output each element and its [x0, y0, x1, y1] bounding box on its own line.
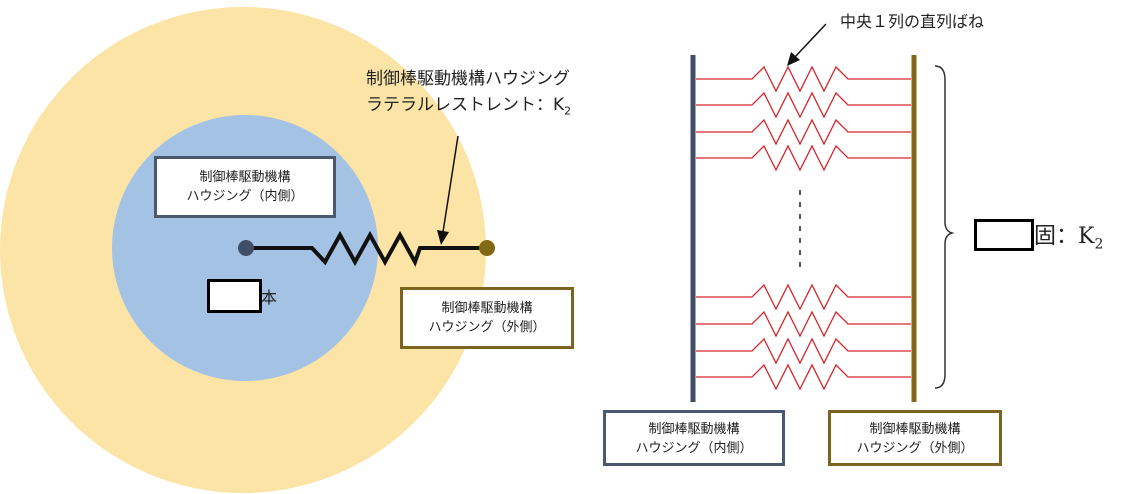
left-inner-label-line1: 制御棒駆動機構: [199, 170, 291, 185]
spring-group-top: [696, 65, 911, 172]
restraint-pointer-arrowhead: [437, 230, 449, 245]
spring-group-bottom: [696, 283, 911, 391]
spring-row: [696, 91, 911, 119]
restraint-title: 制御棒駆動機構ハウジング ラテラルレストレント：K2: [366, 66, 571, 124]
right-outer-housing-label: 制御棒駆動機構 ハウジング（外側）: [828, 410, 1002, 466]
restraint-title-subscript: 2: [564, 104, 572, 118]
redacted-count-box-right: [974, 219, 1034, 251]
spring-row: [696, 65, 911, 93]
lateral-restraint-spring: [246, 230, 486, 267]
restraint-title-line2: ラテラルレストレント：K2: [366, 92, 571, 124]
spring-row: [696, 283, 911, 311]
brace-label-text: 固：K: [1034, 224, 1095, 249]
count-suffix: 本: [261, 288, 278, 307]
restraint-title-line1: 制御棒駆動機構ハウジング: [366, 69, 570, 89]
inner-housing-node: [238, 240, 254, 256]
spring-row: [696, 363, 911, 391]
restraint-pointer-arrow: [442, 135, 459, 233]
curly-brace: [934, 65, 955, 389]
right-inner-housing-label: 制御棒駆動機構 ハウジング（内側）: [603, 410, 785, 466]
redacted-count-box: [207, 279, 262, 313]
right-outer-label-line2: ハウジング（外側）: [856, 441, 974, 456]
spring-row: [696, 118, 911, 146]
spring-row: [696, 337, 911, 365]
outer-housing-node: [479, 240, 495, 256]
right-inner-label-line2: ハウジング（内側）: [635, 441, 753, 456]
left-outer-housing-label: 制御棒駆動機構 ハウジング（外側）: [400, 287, 574, 349]
brace-label-subscript: 2: [1094, 236, 1104, 253]
right-inner-label-line1: 制御棒駆動機構: [648, 422, 740, 437]
left-outer-label-line2: ハウジング（外側）: [428, 320, 546, 335]
left-outer-label-line1: 制御棒駆動機構: [441, 301, 533, 316]
central-column-arrow: [793, 23, 827, 59]
spring-row: [696, 144, 911, 172]
central-column-label: 中央１列の直列ばね: [840, 12, 985, 31]
restraint-title-line2-text: ラテラルレストレント：K: [366, 95, 565, 115]
spring-row: [696, 310, 911, 338]
right-outer-label-line1: 制御棒駆動機構: [869, 422, 961, 437]
left-inner-housing-label: 制御棒駆動機構 ハウジング（内側）: [154, 156, 336, 218]
left-inner-label-line2: ハウジング（内側）: [186, 189, 304, 204]
brace-label: 固：K2: [1034, 218, 1103, 252]
central-column-arrowhead: [787, 52, 800, 66]
